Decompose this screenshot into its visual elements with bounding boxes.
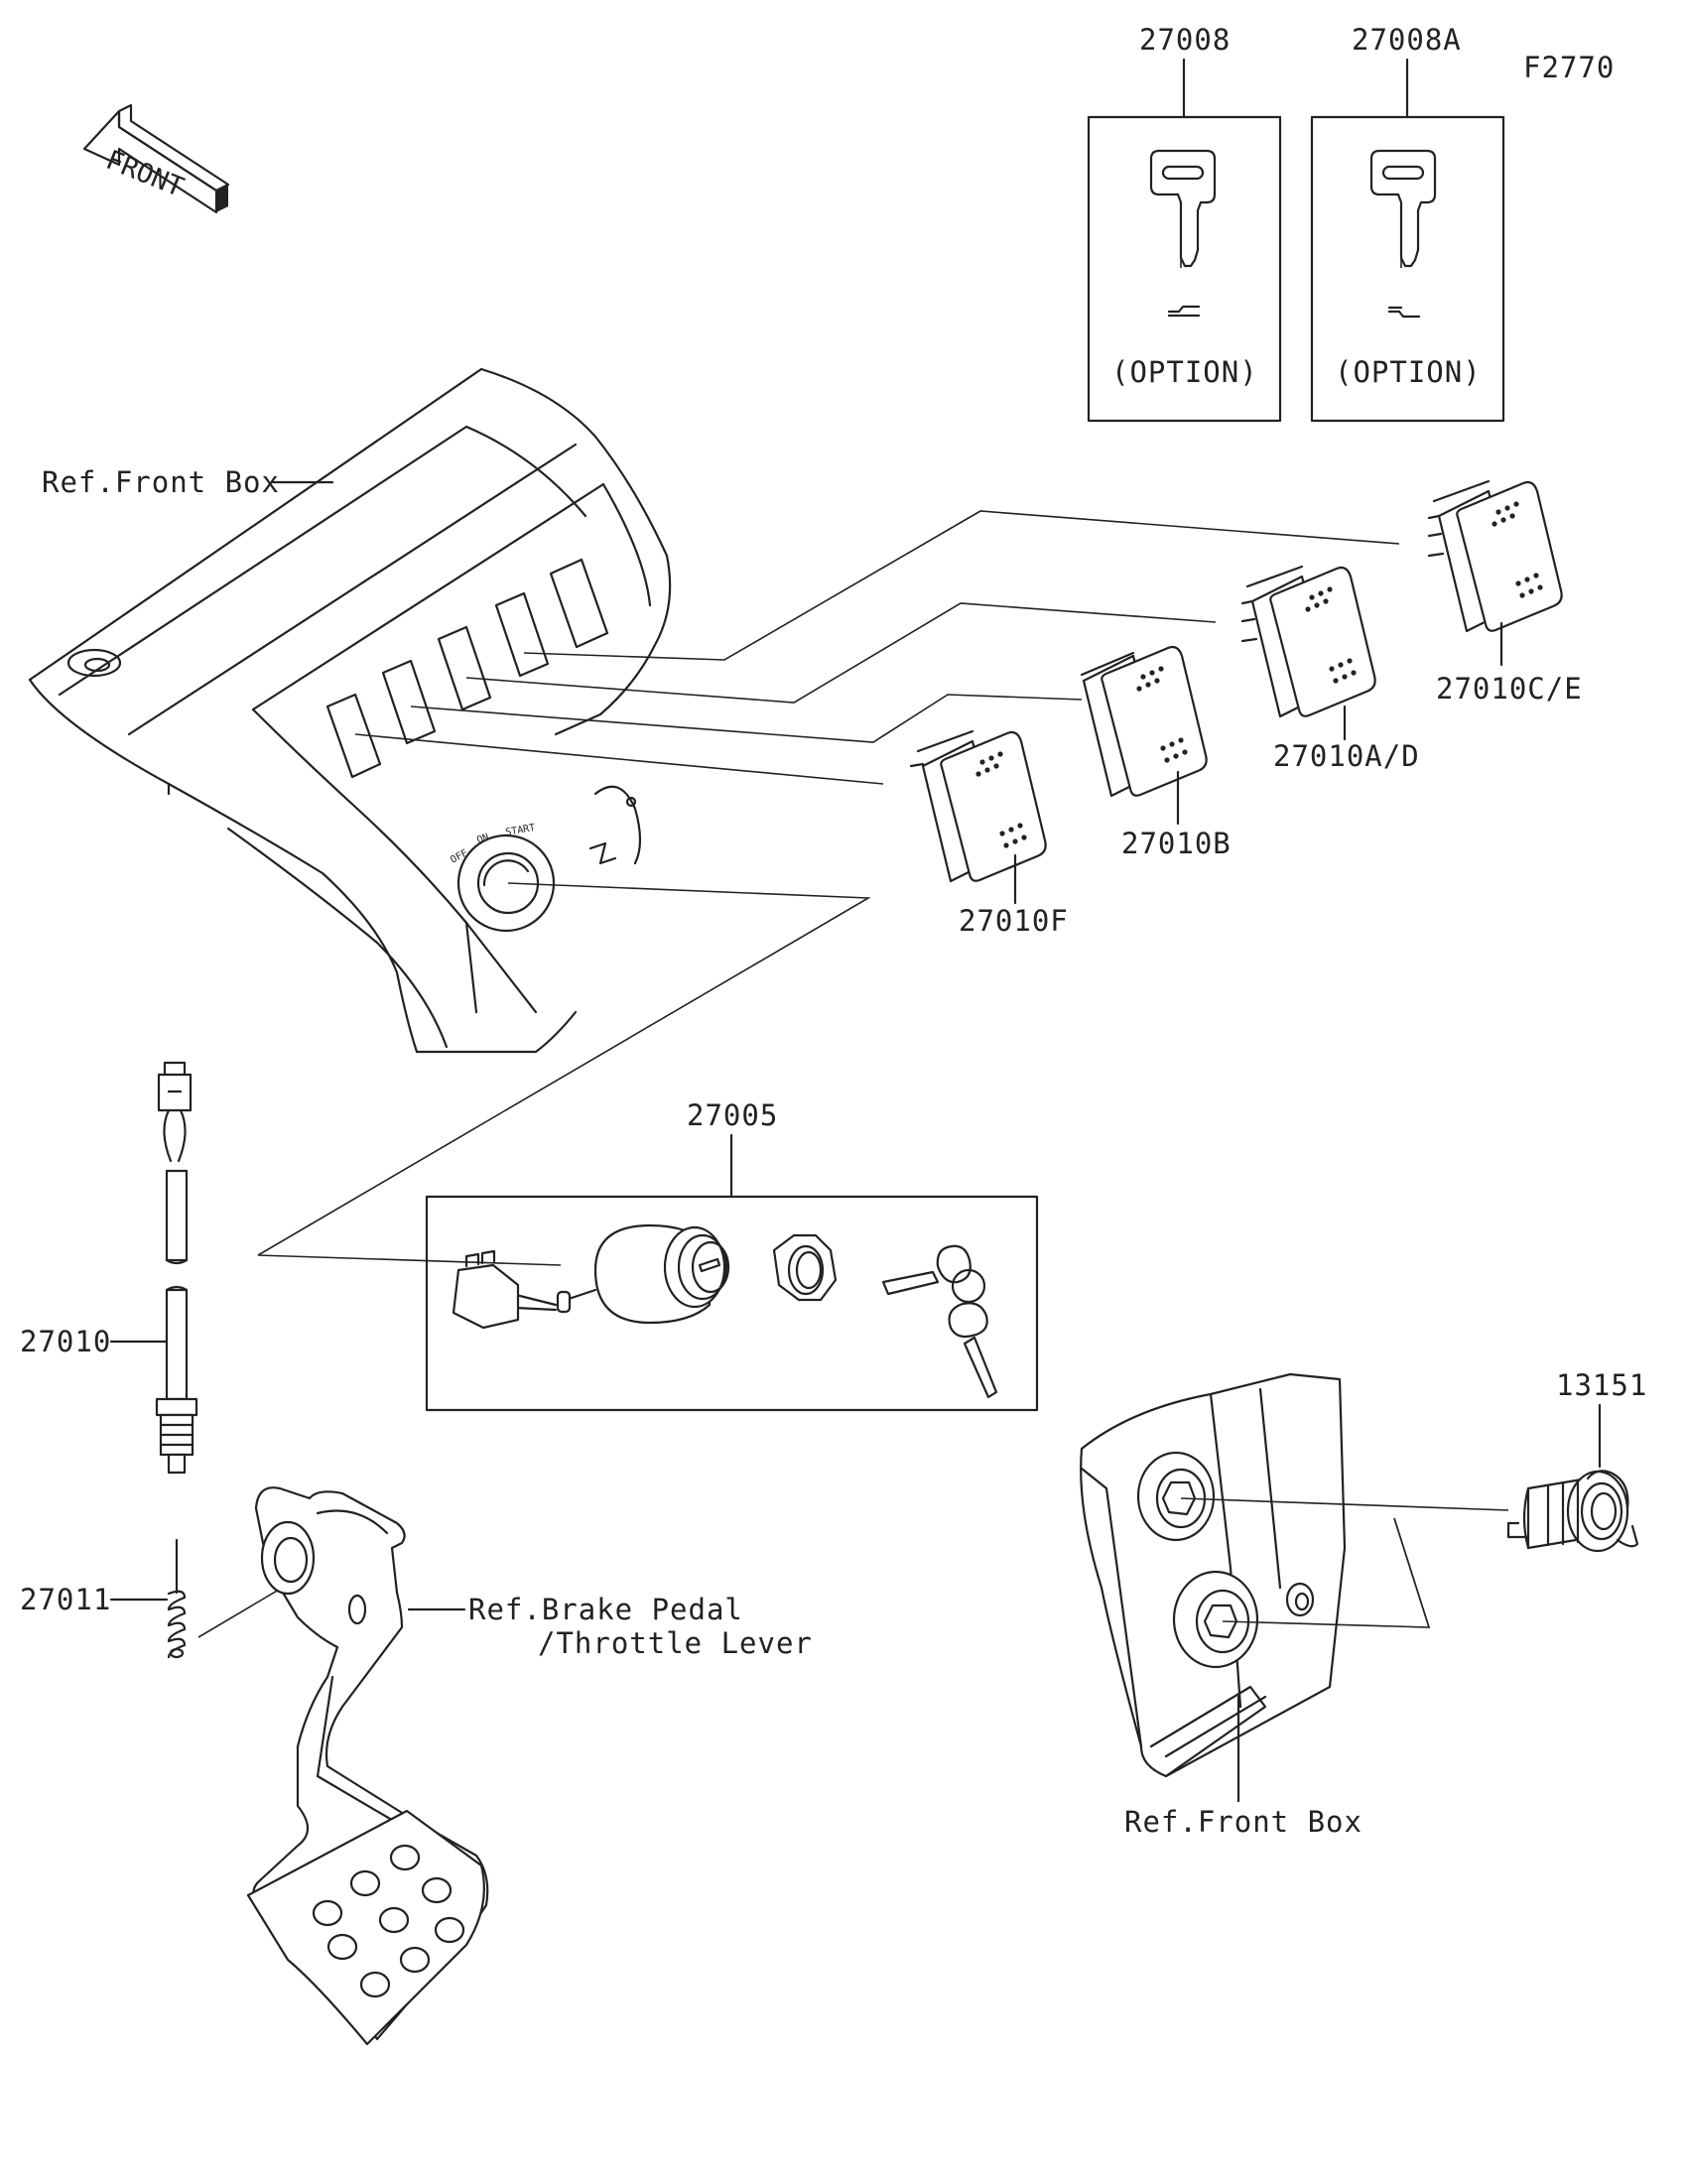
dash-ignition-bezel [456,834,556,933]
pedal-grip-holes [312,1844,465,1998]
rocker-switch-27010CE [1427,479,1563,633]
ignition-switch-icon [452,1223,730,1330]
key-27008A-icon [1369,149,1437,319]
dash-switch-slot-2 [381,659,437,745]
ignition-face-on: ON [475,832,490,845]
ignition-keys-icon [881,1244,998,1399]
brake-switch-27010 [155,1061,198,1475]
key-27008A-group: 27008A (OPTION) [1310,23,1505,423]
key-27008-box [1087,115,1282,423]
spring-27011-icon [167,1590,187,1659]
rocker-switch-27010AD [1240,565,1376,718]
power-socket-13151-icon [1506,1470,1639,1553]
switch-leader-lines [257,510,1400,1256]
dash-switch-slot-1 [325,693,382,779]
socket-hole-lower [1172,1570,1259,1669]
part-label-27010F: 27010F [959,904,1069,938]
diagram-id: F2770 [1523,51,1615,84]
ref-brake-pedal-line2: /Throttle Lever [538,1626,813,1660]
ignition-kit-box [425,1195,1039,1412]
part-label-27008A: 27008A [1352,23,1462,57]
brake-pedal-icon [246,1486,489,2046]
ignition-face-start: START [505,823,537,838]
rocker-switch-27010B [1080,645,1208,798]
option-label-27008A: (OPTION) [1335,355,1482,389]
part-label-27010: 27010 [20,1325,111,1358]
part-label-27011: 27011 [20,1583,111,1616]
dash-switch-slot-3 [437,625,492,711]
part-label-27005: 27005 [687,1098,778,1132]
key-27008-icon [1149,149,1217,318]
front-arrow-icon: FRONT [82,103,230,214]
part-label-27008: 27008 [1139,23,1231,57]
part-label-27010CE: 27010C/E [1436,672,1583,706]
part-label-13151: 13151 [1556,1368,1647,1402]
key-27008A-box [1310,115,1505,423]
rocker-switch-27010F [909,729,1047,883]
dash-switch-slot-4 [494,591,550,678]
ref-brake-pedal-line1: Ref.Brake Pedal [468,1593,743,1626]
ignition-nut-icon [772,1233,838,1302]
ignition-face-off: OFF [449,847,469,865]
front-box-lower [1080,1372,1347,1778]
ref-front-box-bottom: Ref.Front Box [1124,1805,1363,1839]
dash-switch-slot-5 [549,558,609,649]
part-label-27010B: 27010B [1121,827,1232,860]
option-label-27008: (OPTION) [1111,355,1258,389]
ref-front-box-top: Ref.Front Box [42,465,280,499]
part-label-27010AD: 27010A/D [1273,739,1420,773]
key-27008-group: 27008 (OPTION) [1087,23,1282,423]
